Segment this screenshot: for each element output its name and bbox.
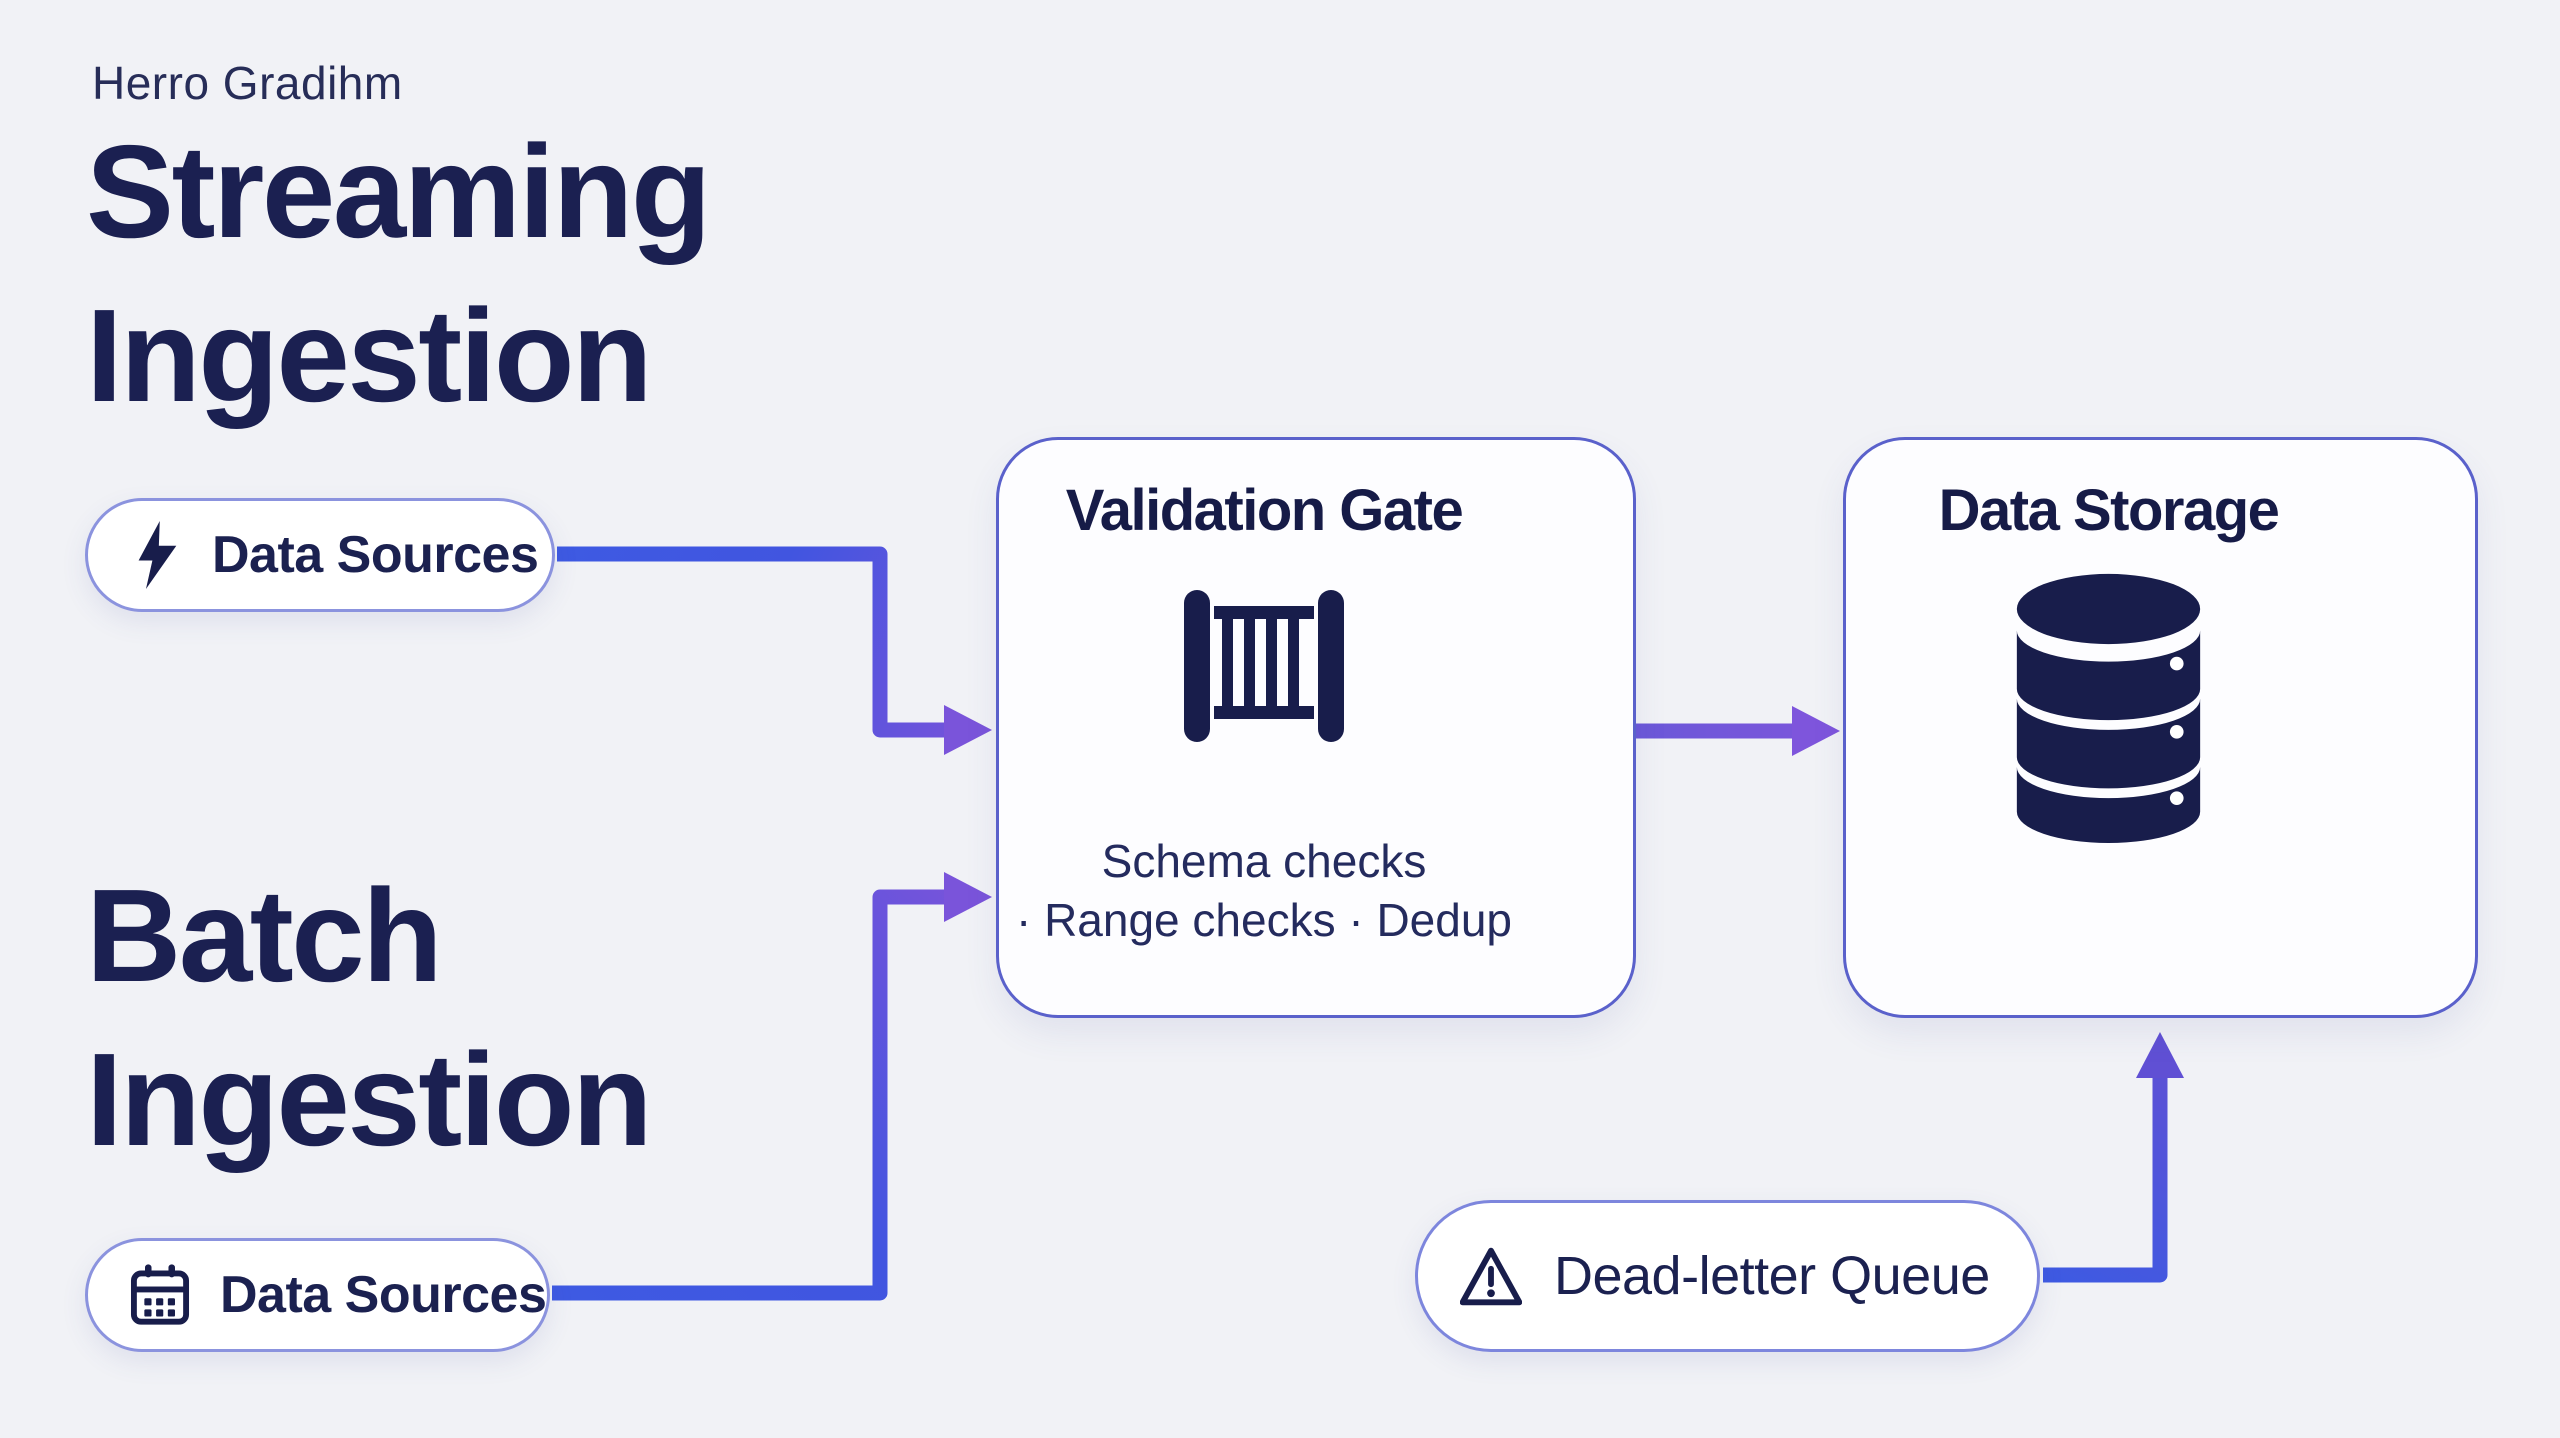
flow-arrow-streaming-to-validation	[557, 546, 992, 755]
arrowhead-up-icon	[2136, 1032, 2184, 1078]
validation-gate-node: Validation Gate Schema checks · Range ch…	[996, 437, 1636, 1018]
pill-label: Dead-letter Queue	[1554, 1246, 1990, 1306]
heading-line: Ingestion	[86, 281, 653, 429]
flow-arrow-deadletter-to-storage	[2043, 1032, 2184, 1283]
flow-arrow-batch-to-validation	[552, 872, 992, 1301]
arrowhead-right-icon	[944, 705, 992, 755]
streaming-data-sources-pill: Data Sources	[85, 498, 555, 612]
arrowhead-right-icon	[944, 872, 992, 922]
calendar-icon	[130, 1264, 190, 1325]
heading-line: Streaming	[86, 118, 712, 265]
warning-triangle-icon	[1460, 1247, 1522, 1305]
validation-gate-description: Schema checks · Range checks · Dedup	[1016, 832, 1512, 952]
heading-line: Ingestion	[86, 1025, 653, 1173]
database-icon	[2016, 573, 2201, 843]
description-line: · Range checks · Dedup	[1015, 894, 1513, 947]
heading-line: Batch	[86, 862, 443, 1009]
lightning-bolt-icon	[138, 520, 177, 590]
arrowhead-right-icon	[1792, 706, 1840, 756]
flow-arrow-validation-to-storage	[1636, 706, 1840, 756]
pill-label: Data Sources	[212, 526, 539, 584]
node-title: Validation Gate	[1065, 478, 1464, 543]
batch-ingestion-heading: Batch Ingestion	[86, 854, 653, 1181]
pill-label: Data Sources	[220, 1266, 547, 1324]
dead-letter-queue-pill: Dead-letter Queue	[1415, 1200, 2040, 1352]
streaming-ingestion-heading: Streaming Ingestion	[86, 110, 712, 437]
node-title: Data Storage	[1938, 478, 2280, 543]
gate-icon	[1184, 589, 1344, 742]
batch-data-sources-pill: Data Sources	[85, 1238, 550, 1352]
data-storage-node: Data Storage	[1843, 437, 2478, 1018]
eyebrow-label: Herro Gradihm	[92, 57, 403, 109]
description-line: Schema checks	[1101, 834, 1427, 887]
